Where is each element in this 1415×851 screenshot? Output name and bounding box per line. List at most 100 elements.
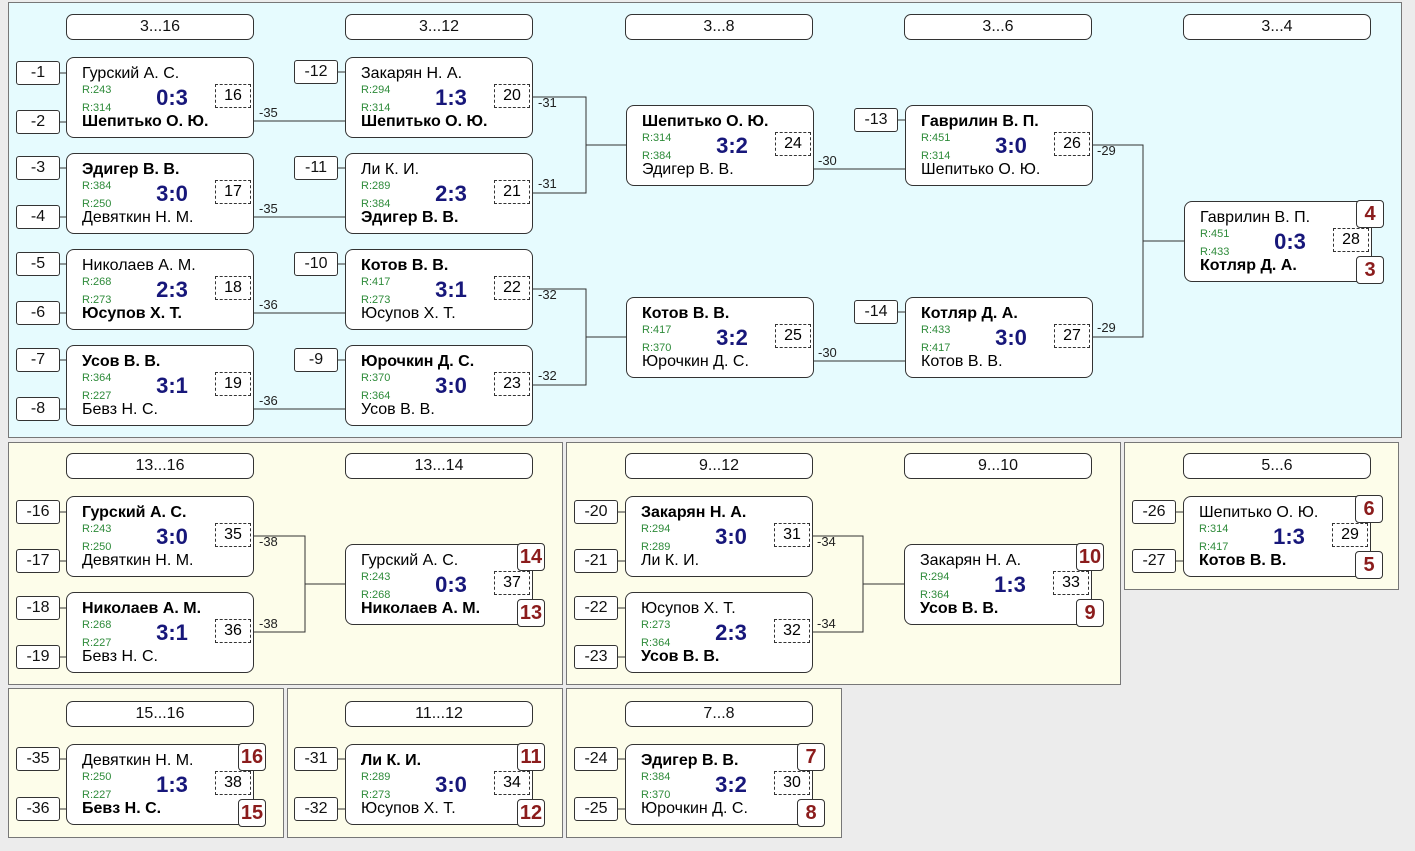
player-top-rating: R:243: [82, 84, 112, 96]
player-top-name: Закарян Н. А.: [641, 504, 747, 521]
match-score: 3:0: [435, 373, 467, 398]
player-bottom-name: Юсупов Х. Т.: [82, 305, 182, 322]
match-score: 3:2: [716, 325, 748, 350]
player-top-rating: R:314: [1199, 523, 1229, 535]
player-top-rating: R:451: [1200, 228, 1230, 240]
player-top-name: Ли К. И.: [361, 752, 422, 769]
player-top-rating: R:451: [921, 132, 951, 144]
place-badge-bottom: 3: [1356, 256, 1384, 284]
player-top-rating: R:243: [82, 523, 112, 535]
match-score: 3:2: [715, 772, 747, 797]
player-top-name: Эдигер В. В.: [641, 752, 739, 769]
player-bottom-name: Шепитько О. Ю.: [361, 113, 488, 130]
round-header-3-16: 3...16: [66, 14, 254, 40]
player-top-rating: R:268: [82, 276, 112, 288]
match-number: 38: [215, 771, 251, 795]
match-number: 22: [494, 276, 530, 300]
match-score: 3:0: [435, 772, 467, 797]
round-header-7-8: 7...8: [625, 701, 813, 727]
match-score: 0:3: [1274, 229, 1306, 254]
loser-link-label: -36: [259, 393, 278, 408]
match-score: 1:3: [156, 772, 188, 797]
player-top-name: Закарян Н. А.: [361, 65, 463, 82]
seed-box: -14: [854, 300, 898, 324]
round-header-3-6: 3...6: [904, 14, 1092, 40]
round-header-9-12: 9...12: [625, 453, 813, 479]
seed-box: -19: [16, 645, 60, 669]
seed-box: -4: [16, 205, 60, 229]
player-bottom-rating: R:268: [361, 589, 391, 601]
match-number: 30: [774, 771, 810, 795]
player-top-rating: R:364: [82, 372, 112, 384]
player-bottom-rating: R:370: [641, 789, 671, 801]
place-badge-top: 7: [797, 743, 825, 771]
place-badge-top: 11: [517, 743, 545, 771]
match-score: 1:3: [1273, 524, 1305, 549]
seed-box: -20: [574, 500, 618, 524]
seed-box: -35: [16, 747, 60, 771]
round-header-13-14: 13...14: [345, 453, 533, 479]
seed-box: -8: [16, 397, 60, 421]
player-bottom-rating: R:227: [82, 789, 112, 801]
player-bottom-name: Юсупов Х. Т.: [361, 305, 456, 322]
match-number: 18: [215, 276, 251, 300]
match-number: 20: [494, 84, 530, 108]
seed-box: -22: [574, 596, 618, 620]
seed-box: -23: [574, 645, 618, 669]
seed-box: -32: [294, 797, 338, 821]
seed-box: -10: [294, 252, 338, 276]
player-top-rating: R:417: [361, 276, 391, 288]
loser-link-label: -38: [259, 616, 278, 631]
place-badge-bottom: 9: [1076, 599, 1104, 627]
seed-box: -1: [16, 61, 60, 85]
player-top-name: Шепитько О. Ю.: [1199, 504, 1319, 521]
place-badge-bottom: 8: [797, 799, 825, 827]
player-top-name: Котляр Д. А.: [921, 305, 1018, 322]
player-bottom-rating: R:314: [82, 102, 112, 114]
seed-box: -5: [16, 252, 60, 276]
player-top-rating: R:314: [642, 132, 672, 144]
match-score: 3:0: [995, 133, 1027, 158]
round-header-3-4: 3...4: [1183, 14, 1371, 40]
seed-box: -13: [854, 108, 898, 132]
loser-link-label: -35: [259, 105, 278, 120]
seed-box: -24: [574, 747, 618, 771]
player-top-name: Гурский А. С.: [82, 65, 180, 82]
player-top-name: Закарян Н. А.: [920, 552, 1022, 569]
match-number: 16: [215, 84, 251, 108]
player-bottom-rating: R:417: [921, 342, 951, 354]
seed-box: -12: [294, 60, 338, 84]
player-top-name: Гурский А. С.: [82, 504, 187, 521]
player-bottom-rating: R:433: [1200, 246, 1230, 258]
loser-link-label: -29: [1097, 320, 1116, 335]
seed-box: -18: [16, 596, 60, 620]
place-badge-top: 4: [1356, 200, 1384, 228]
player-bottom-name: Девяткин Н. М.: [82, 552, 194, 569]
player-bottom-name: Бевз Н. С.: [82, 401, 158, 418]
player-bottom-rating: R:370: [642, 342, 672, 354]
match-score: 1:3: [435, 85, 467, 110]
